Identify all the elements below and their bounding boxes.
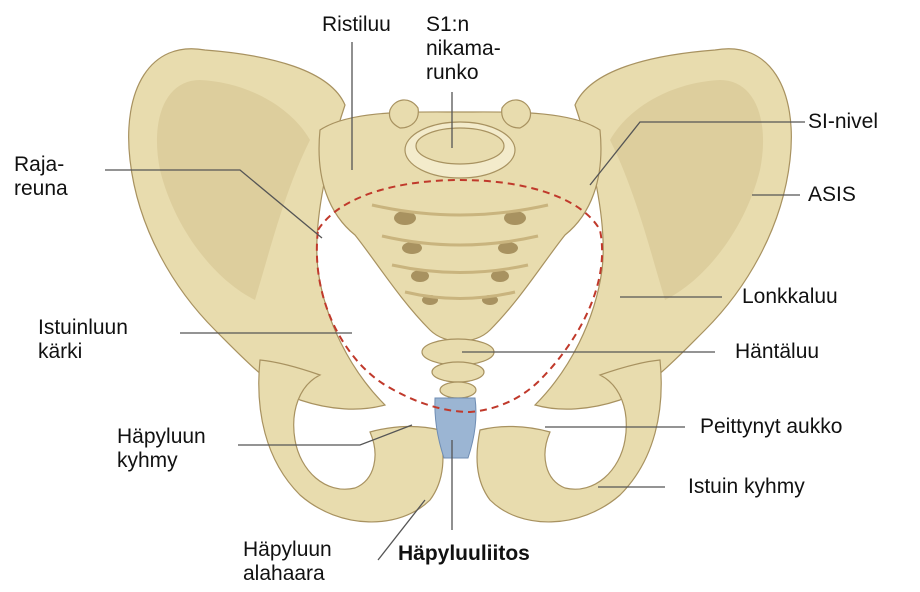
s1-disc-surface	[416, 128, 504, 164]
label-si-nivel-line: SI-nivel	[808, 110, 878, 134]
label-lonkkaluu: Lonkkaluu	[742, 285, 838, 309]
label-peittynyt-aukko: Peittynyt aukko	[700, 415, 842, 439]
label-hapyluuliitos-line: Häpyluuliitos	[398, 542, 530, 566]
label-ristiluu-line: Ristiluu	[322, 13, 391, 37]
label-si-nivel: SI-nivel	[808, 110, 878, 134]
label-hapyluun-alahaara-line: Häpyluun	[243, 538, 332, 562]
label-ristiluu: Ristiluu	[322, 13, 391, 37]
label-lonkkaluu-line: Lonkkaluu	[742, 285, 838, 309]
label-hapyluuliitos: Häpyluuliitos	[398, 542, 530, 566]
label-hantaluu-line: Häntäluu	[735, 340, 819, 364]
label-raja-reuna: Raja-reuna	[14, 153, 68, 201]
label-istuinluun-karki-line: kärki	[38, 340, 128, 364]
label-hapyluun-alahaara-line: alahaara	[243, 562, 332, 586]
label-hantaluu: Häntäluu	[735, 340, 819, 364]
label-asis: ASIS	[808, 183, 856, 207]
label-raja-reuna-line: Raja-	[14, 153, 68, 177]
label-hapyluun-kyhmy-line: Häpyluun	[117, 425, 206, 449]
label-asis-line: ASIS	[808, 183, 856, 207]
label-s1-vertebral-body-line: nikama-	[426, 37, 501, 61]
label-hapyluun-kyhmy-line: kyhmy	[117, 449, 206, 473]
coccyx	[422, 339, 494, 398]
label-istuinluun-karki-line: Istuinluun	[38, 316, 128, 340]
label-s1-vertebral-body-line: S1:n	[426, 13, 501, 37]
label-istuin-kyhmy-line: Istuin kyhmy	[688, 475, 805, 499]
label-istuin-kyhmy: Istuin kyhmy	[688, 475, 805, 499]
label-s1-vertebral-body-line: runko	[426, 61, 501, 85]
pubic-symphysis	[435, 398, 476, 458]
label-raja-reuna-line: reuna	[14, 177, 68, 201]
label-peittynyt-aukko-line: Peittynyt aukko	[700, 415, 842, 439]
